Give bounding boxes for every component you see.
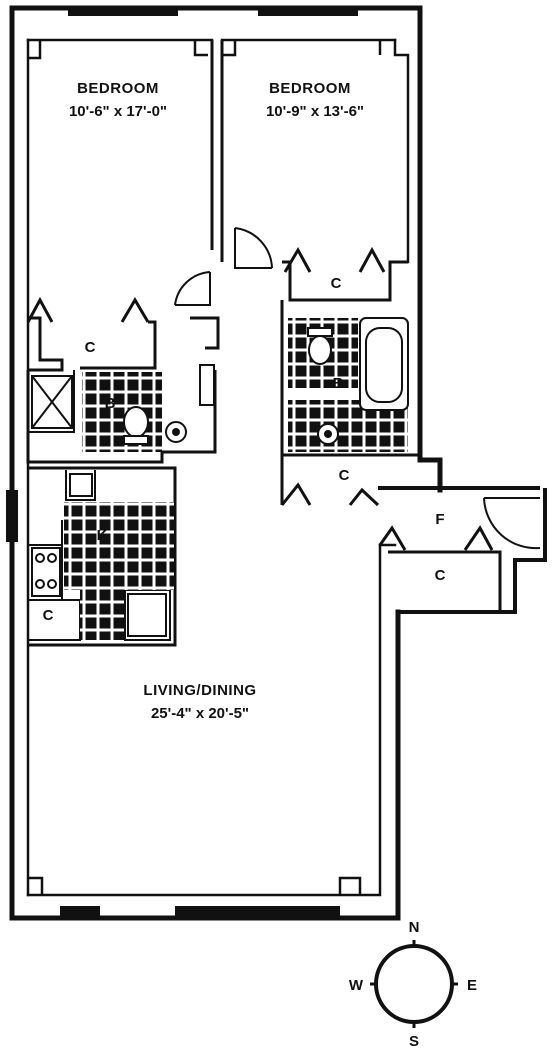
kitchen-tag: K xyxy=(97,527,108,544)
living-dining-name: LIVING/DINING xyxy=(143,682,256,699)
kitchen-sink xyxy=(69,473,93,497)
bedroom-1-name: BEDROOM xyxy=(77,80,159,97)
bedroom-2-dimensions: 10'-9" x 13'-6" xyxy=(266,103,364,120)
compass-east: E xyxy=(467,977,477,994)
kitchen-floor xyxy=(64,502,174,590)
closet-tag-hall: C xyxy=(339,467,350,484)
columns xyxy=(28,40,382,895)
bath-tag-2: B xyxy=(333,375,344,392)
room-labels: BEDROOM 10'-6" x 17'-0" BEDROOM 10'-9" x… xyxy=(69,80,364,722)
bedroom-2-name: BEDROOM xyxy=(269,80,351,97)
compass-rose: N E S W xyxy=(349,919,477,1050)
toilet-1 xyxy=(123,406,149,438)
tiled-floors xyxy=(64,318,408,640)
bath-1-floor xyxy=(82,372,162,452)
compass-west: W xyxy=(349,977,364,994)
fixtures xyxy=(31,317,409,637)
toilet-2 xyxy=(308,335,332,365)
bedroom-1-dimensions: 10'-6" x 17'-0" xyxy=(69,103,167,120)
space-tags: C C C C C B B K F xyxy=(43,275,446,624)
closet-tag-foyer: C xyxy=(435,567,446,584)
interior-walls xyxy=(26,40,541,647)
living-dining-dimensions: 25'-4" x 20'-5" xyxy=(151,705,249,722)
closet-tag-kitchen: C xyxy=(43,607,54,624)
compass-north: N xyxy=(409,919,420,936)
bath-tag-1: B xyxy=(105,395,116,412)
windows xyxy=(6,6,358,916)
foyer-tag: F xyxy=(435,511,444,528)
kitchen-floor-lower xyxy=(80,590,124,640)
compass-south: S xyxy=(409,1033,419,1050)
closet-tag-bedroom-1: C xyxy=(85,339,96,356)
closet-tag-bedroom-2: C xyxy=(331,275,342,292)
refrigerator xyxy=(127,593,167,637)
compass-circle xyxy=(374,944,454,1024)
